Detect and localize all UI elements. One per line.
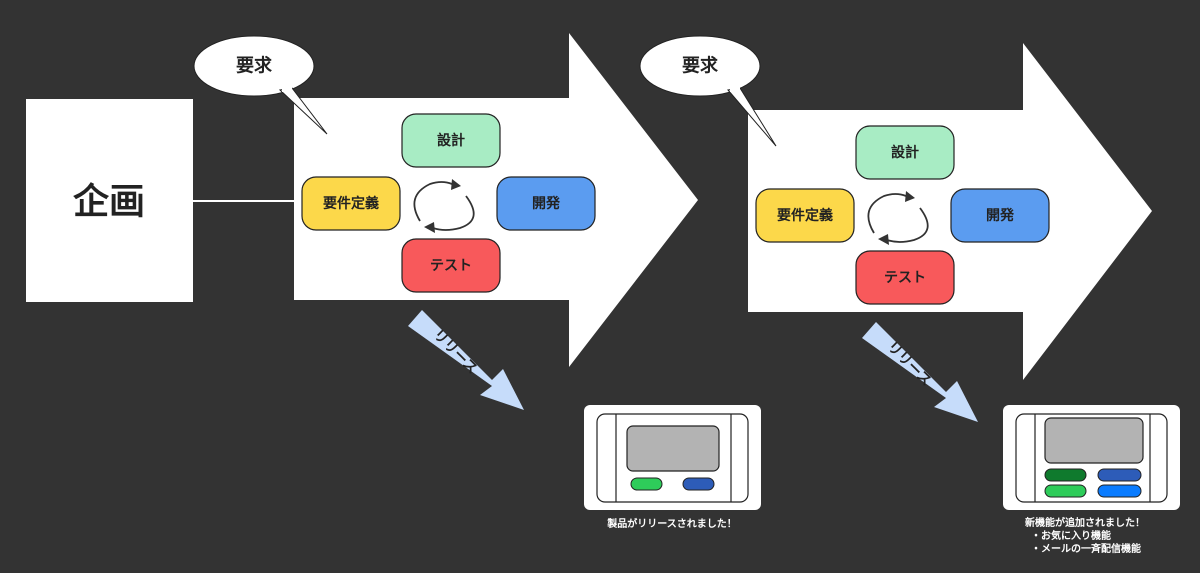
phase-test: テスト <box>855 250 955 305</box>
product-caption-line: 製品がリリースされました！ <box>606 517 737 530</box>
request-bubble: 要求 <box>193 35 328 135</box>
request-bubble: 要求 <box>639 35 777 147</box>
planning-label: 企画 <box>73 181 145 223</box>
device-button-blue <box>682 477 715 491</box>
iteration-arrow <box>748 43 1152 380</box>
device-button-green <box>630 477 663 491</box>
phase-development: 開発 <box>496 176 596 231</box>
request-bubble-label: 要求 <box>682 55 719 77</box>
cycle-arrows-icon <box>413 179 475 233</box>
product-device <box>1003 405 1180 510</box>
iteration-arrow <box>294 33 698 367</box>
device-button-dark-green <box>1044 468 1087 482</box>
phase-design-label: 設計 <box>437 132 465 149</box>
phase-test: テスト <box>401 238 501 293</box>
phase-development-label: 開発 <box>532 195 561 212</box>
release-arrow: リリース <box>862 322 978 422</box>
phase-requirements-label: 要件定義 <box>777 207 833 224</box>
phase-development: 開発 <box>950 188 1050 243</box>
product-caption-line: ・お気に入り機能 <box>1031 529 1111 542</box>
device-button-light-blue <box>1097 484 1142 498</box>
phase-requirements: 要件定義 <box>755 188 855 243</box>
phase-design: 設計 <box>401 113 501 168</box>
cycle-arrows-icon <box>867 191 929 245</box>
phase-test-label: テスト <box>430 258 472 274</box>
phase-development-label: 開発 <box>986 207 1015 224</box>
phase-requirements: 要件定義 <box>301 176 401 231</box>
iteration-1: 要求 設計 要件定義 開発 テスト リリース <box>193 33 761 530</box>
phase-test-label: テスト <box>884 270 926 286</box>
device-button-green <box>1044 484 1087 498</box>
planning-box: 企画 <box>26 99 193 302</box>
release-arrow-label: リリース <box>430 327 480 377</box>
phase-design: 設計 <box>855 125 955 180</box>
release-arrow: リリース <box>408 310 524 410</box>
product-device <box>584 405 761 510</box>
release-arrow-label: リリース <box>884 339 934 389</box>
device-screen <box>626 425 720 472</box>
product-caption-line: 新機能が追加されました！ <box>1025 516 1145 529</box>
iteration-2: 要求 設計 要件定義 開発 テスト リリース <box>639 35 1180 555</box>
product-caption-line: ・メールの一斉配信機能 <box>1031 542 1141 555</box>
device-screen <box>1044 417 1144 464</box>
phase-requirements-label: 要件定義 <box>323 195 379 212</box>
request-bubble-label: 要求 <box>236 55 273 77</box>
device-button-blue <box>1097 468 1142 482</box>
phase-design-label: 設計 <box>891 144 919 161</box>
